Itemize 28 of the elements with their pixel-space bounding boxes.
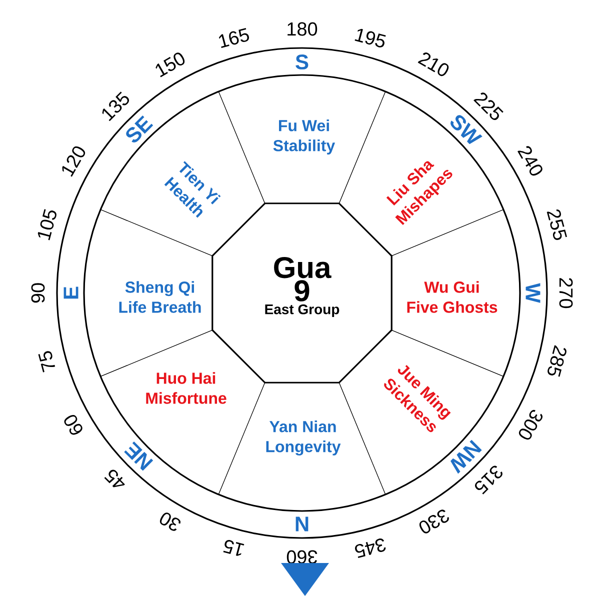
degree-label: 15	[223, 540, 244, 556]
degree-label: 300	[518, 410, 542, 440]
degree-label: 90	[31, 283, 45, 303]
degree-label: 195	[354, 28, 386, 48]
degree-label: 240	[518, 146, 542, 176]
degree-label: 30	[160, 512, 180, 531]
node-label: Stability	[273, 140, 336, 154]
compass-letter: NE	[124, 442, 154, 471]
degree-label: 270	[559, 278, 573, 308]
compass-letter: W	[526, 283, 540, 303]
degree-label: 45	[104, 470, 125, 488]
degree-label: 165	[218, 28, 249, 48]
degree-label: 120	[62, 146, 86, 177]
degree-label: 180	[288, 22, 318, 36]
degree-label: 60	[64, 415, 82, 435]
compass-letter: S	[296, 54, 308, 70]
degree-label: 285	[548, 345, 566, 377]
degree-label: 75	[38, 351, 56, 372]
degree-label: 210	[418, 52, 449, 76]
degree-label: 150	[156, 52, 185, 78]
degree-label: 360	[286, 550, 318, 564]
degree-label: 105	[38, 209, 56, 240]
degree-label: 330	[419, 510, 449, 534]
compass-letter: N	[296, 516, 308, 532]
compass-letter: E	[64, 286, 78, 299]
degree-label: 255	[546, 209, 568, 240]
node-label: Fu Wei	[278, 120, 329, 132]
degree-label: 345	[355, 538, 386, 558]
